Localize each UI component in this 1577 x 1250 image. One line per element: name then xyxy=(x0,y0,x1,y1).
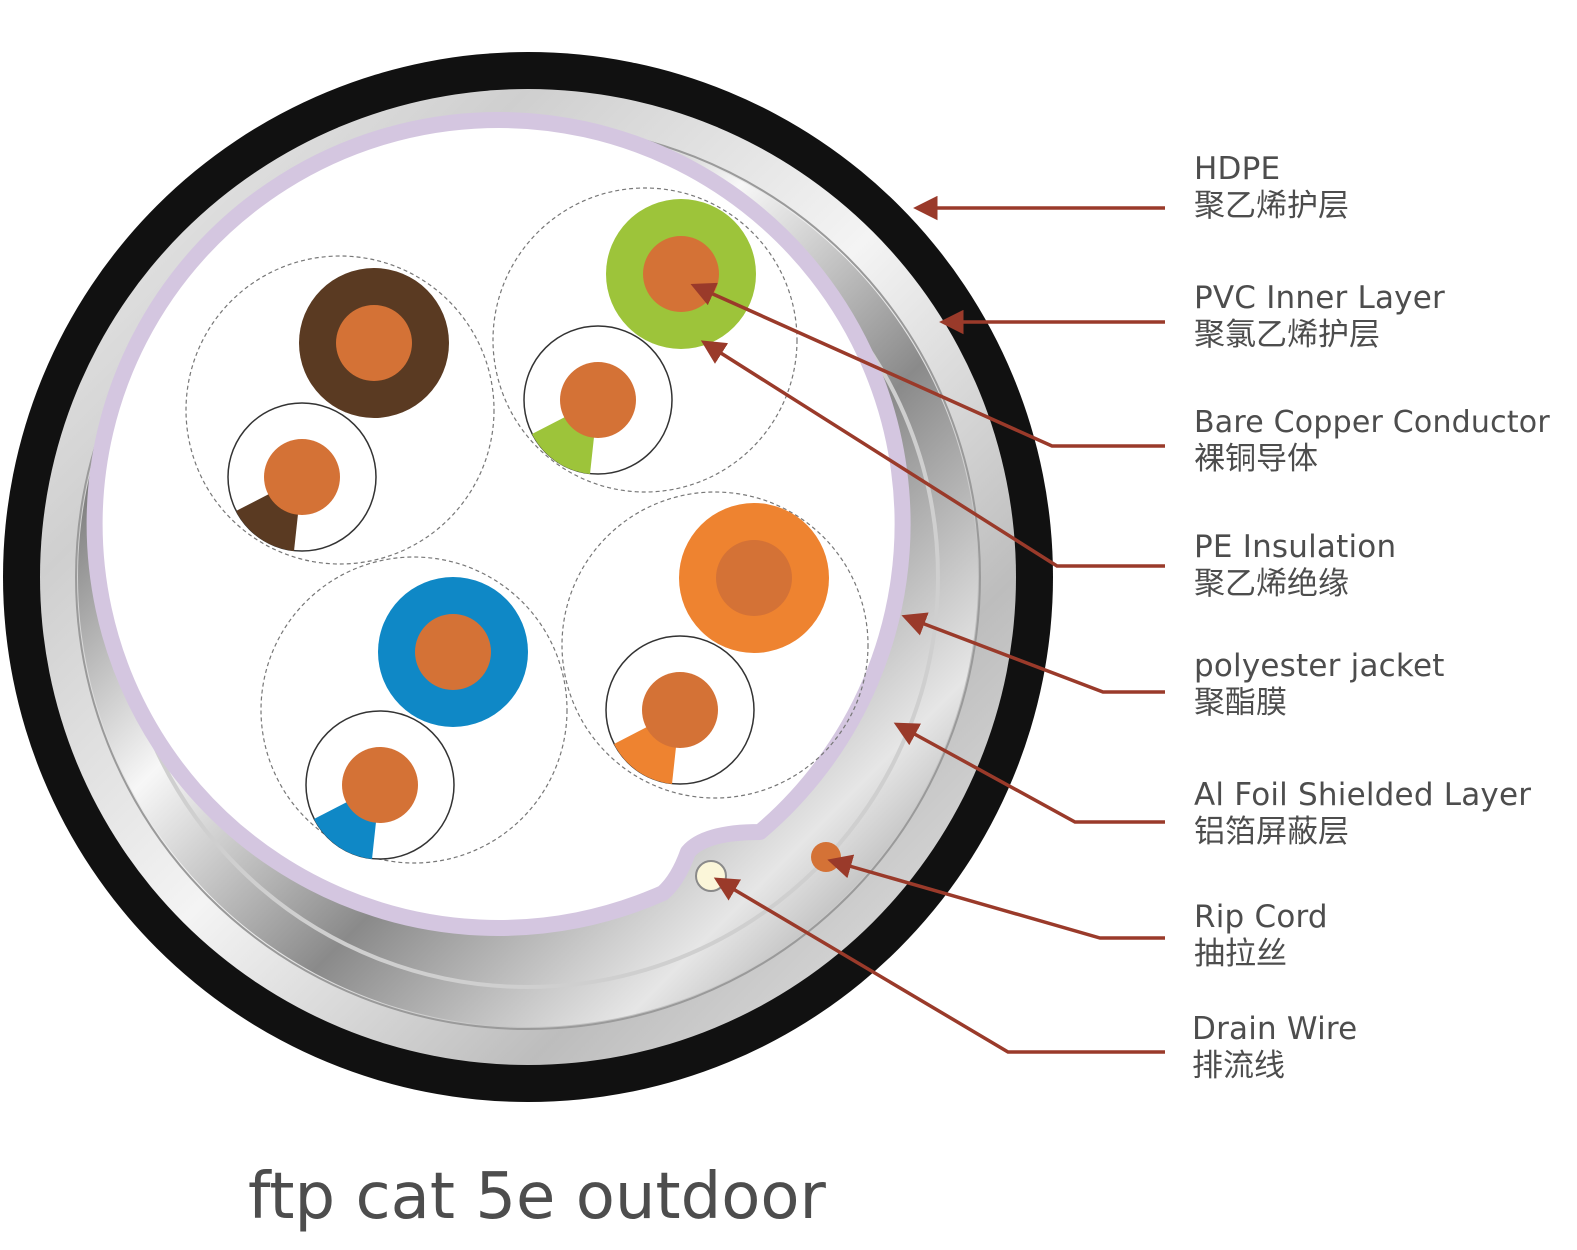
orange-solid-conductor xyxy=(716,540,792,616)
label-bare-copper-conductor-zh: 裸铜导体 xyxy=(1194,440,1318,477)
arrow-rip-cord xyxy=(827,854,1165,940)
arrow-al-foil-shielded-layer xyxy=(893,722,1165,824)
blue-solid-conductor xyxy=(415,614,491,690)
label-hdpe: HDPE 聚乙烯护层 xyxy=(1194,153,1349,222)
label-pvc-inner-layer: PVC Inner Layer 聚氯乙烯护层 xyxy=(1194,282,1445,351)
arrow-bare-copper-conductor xyxy=(690,282,1165,448)
label-al-foil-shielded-layer-zh: 铝箔屏蔽层 xyxy=(1194,813,1349,850)
label-bare-copper-conductor-en: Bare Copper Conductor xyxy=(1194,405,1550,440)
green-pair-outline xyxy=(492,187,798,493)
label-hdpe-en: HDPE xyxy=(1194,151,1281,187)
blue-pair xyxy=(305,577,528,860)
diagram-caption: ftp cat 5e outdoor xyxy=(248,1160,826,1234)
label-drain-wire: Drain Wire 排流线 xyxy=(1192,1013,1357,1082)
orange-white-conductor xyxy=(642,672,718,748)
label-al-foil-shielded-layer: Al Foil Shielded Layer 铝箔屏蔽层 xyxy=(1194,779,1531,848)
label-pvc-inner-layer-zh: 聚氯乙烯护层 xyxy=(1194,316,1380,353)
label-drain-wire-en: Drain Wire xyxy=(1192,1011,1358,1047)
green-white-conductor xyxy=(560,362,636,438)
label-pe-insulation: PE Insulation 聚乙烯绝缘 xyxy=(1194,531,1396,600)
label-bare-copper-conductor: Bare Copper Conductor 裸铜导体 xyxy=(1194,407,1550,475)
leader-arrows xyxy=(690,195,1165,1054)
drain-wire xyxy=(695,860,727,892)
label-rip-cord-zh: 抽拉丝 xyxy=(1194,935,1287,972)
label-pe-insulation-en: PE Insulation xyxy=(1194,529,1397,565)
arrow-drain-wire xyxy=(713,877,1165,1054)
label-pe-insulation-zh: 聚乙烯绝缘 xyxy=(1194,565,1349,602)
rip-cord xyxy=(811,842,841,872)
blue-pair-outline xyxy=(260,556,568,864)
label-polyester-jacket-zh: 聚酯膜 xyxy=(1194,684,1287,721)
orange-pair-outline xyxy=(561,491,869,799)
arrow-polyester-jacket xyxy=(901,612,1165,694)
orange-pair xyxy=(605,503,829,785)
brown-pair xyxy=(227,268,449,552)
arrow-pe-insulation xyxy=(700,340,1165,568)
pair-outlines xyxy=(185,187,869,864)
brown-solid-conductor xyxy=(336,305,412,381)
brown-pair-outline xyxy=(185,255,495,565)
green-solid-conductor xyxy=(643,236,719,312)
label-pvc-inner-layer-en: PVC Inner Layer xyxy=(1194,280,1445,316)
brown-white-conductor xyxy=(264,439,340,515)
label-al-foil-shielded-layer-en: Al Foil Shielded Layer xyxy=(1194,777,1532,813)
label-rip-cord: Rip Cord 抽拉丝 xyxy=(1194,901,1328,970)
label-hdpe-zh: 聚乙烯护层 xyxy=(1194,187,1349,224)
blue-white-conductor xyxy=(342,747,418,823)
label-polyester-jacket: polyester jacket 聚酯膜 xyxy=(1194,650,1445,719)
label-drain-wire-zh: 排流线 xyxy=(1192,1047,1285,1084)
label-polyester-jacket-en: polyester jacket xyxy=(1194,648,1445,684)
label-rip-cord-en: Rip Cord xyxy=(1194,899,1328,935)
green-pair xyxy=(523,199,756,475)
